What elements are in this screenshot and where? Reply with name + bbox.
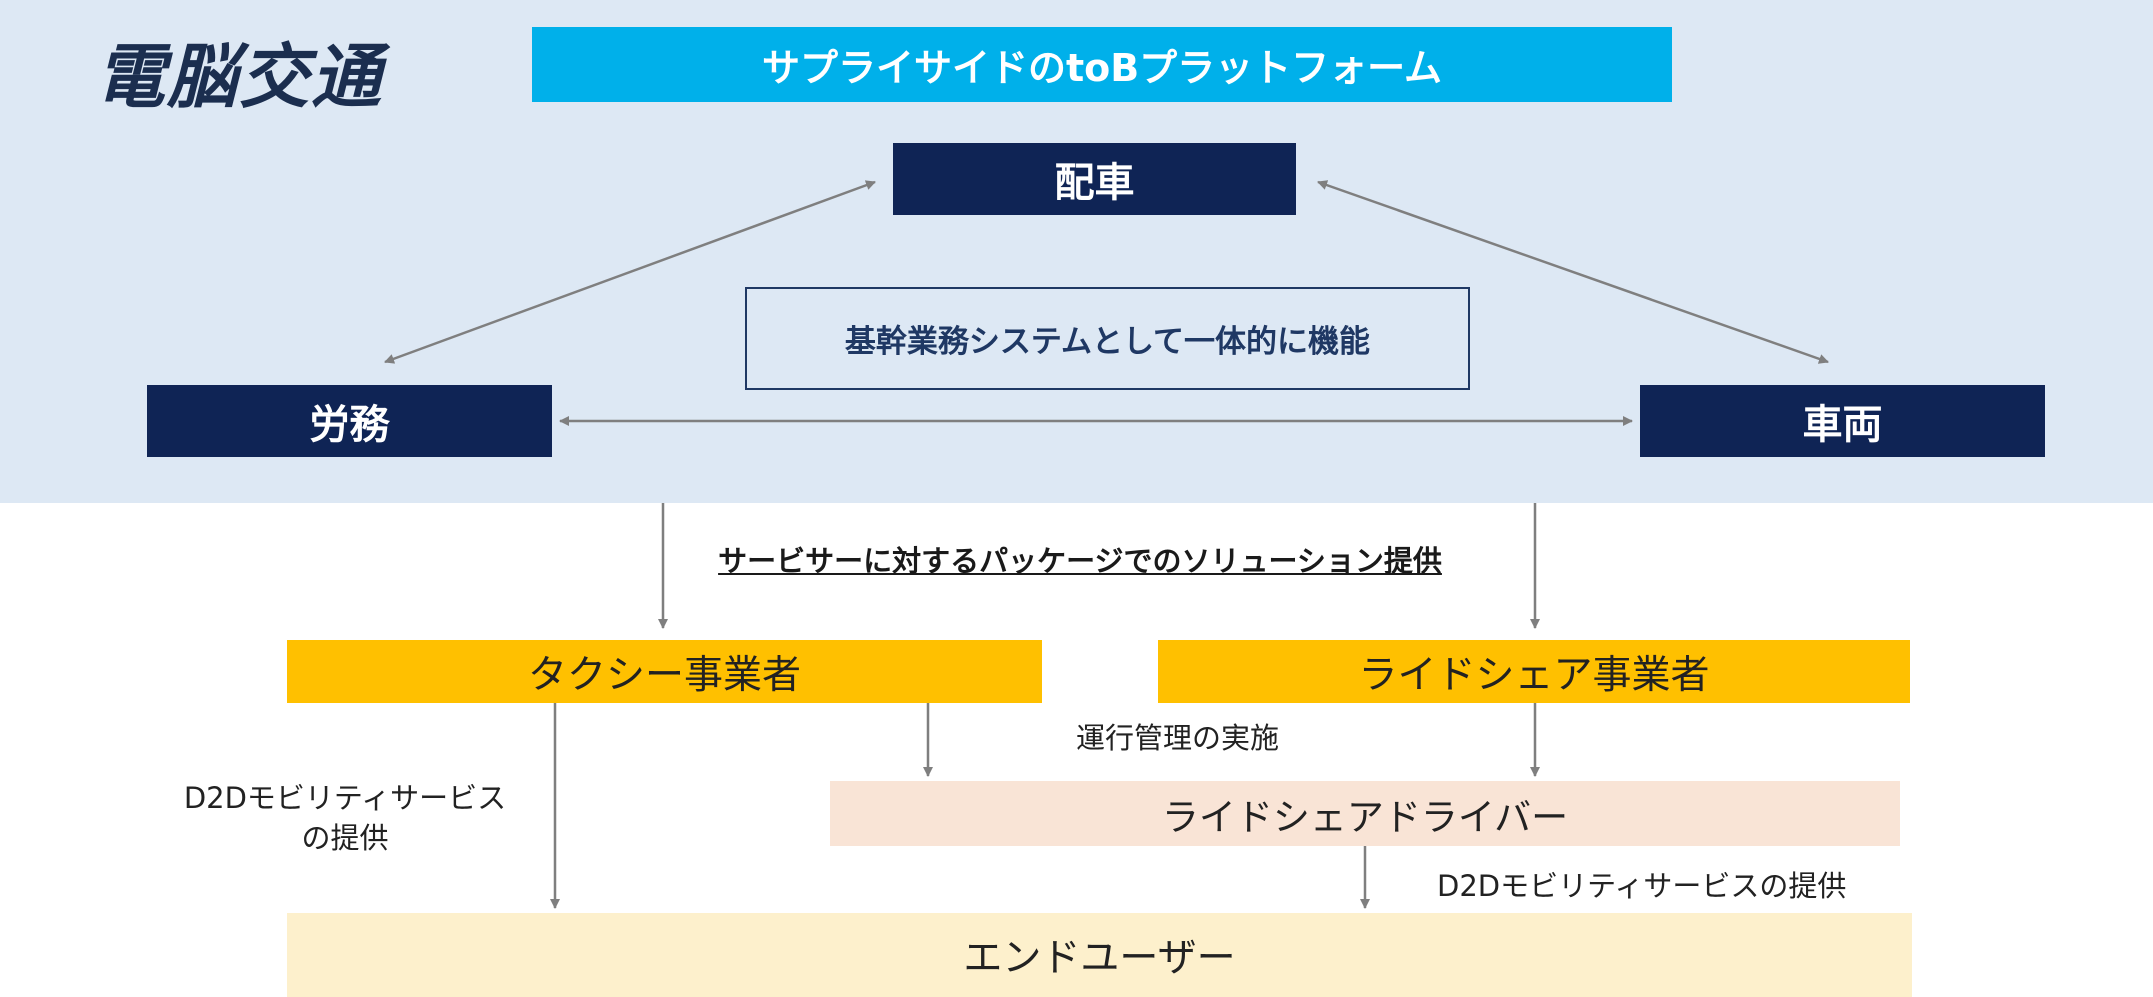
rideshare-operator-box: ライドシェア事業者 bbox=[1158, 640, 1910, 703]
rideshare-driver-box: ライドシェアドライバー bbox=[830, 781, 1900, 846]
d2d-note-right: D2Dモビリティサービスの提供 bbox=[1437, 869, 1847, 903]
company-logo: 電脳交通 bbox=[95, 36, 383, 118]
package-solution-note: サービサーに対するパッケージでのソリューション提供 bbox=[718, 544, 1442, 578]
operation-management-note: 運行管理の実施 bbox=[1076, 721, 1280, 755]
vehicle-box: 車両 bbox=[1640, 385, 2045, 457]
core-system-box: 基幹業務システムとして一体的に機能 bbox=[745, 287, 1470, 390]
d2d-note-left-line1: D2Dモビリティサービス bbox=[183, 781, 507, 815]
dispatch-box: 配車 bbox=[893, 143, 1296, 215]
d2d-note-left: D2Dモビリティサービス の提供 bbox=[160, 778, 530, 858]
taxi-operator-box: タクシー事業者 bbox=[287, 640, 1042, 703]
end-user-box: エンドユーザー bbox=[287, 913, 1912, 997]
d2d-note-left-line2: の提供 bbox=[301, 821, 389, 855]
platform-banner: サプライサイドのtoBプラットフォーム bbox=[532, 27, 1672, 102]
labor-box: 労務 bbox=[147, 385, 552, 457]
